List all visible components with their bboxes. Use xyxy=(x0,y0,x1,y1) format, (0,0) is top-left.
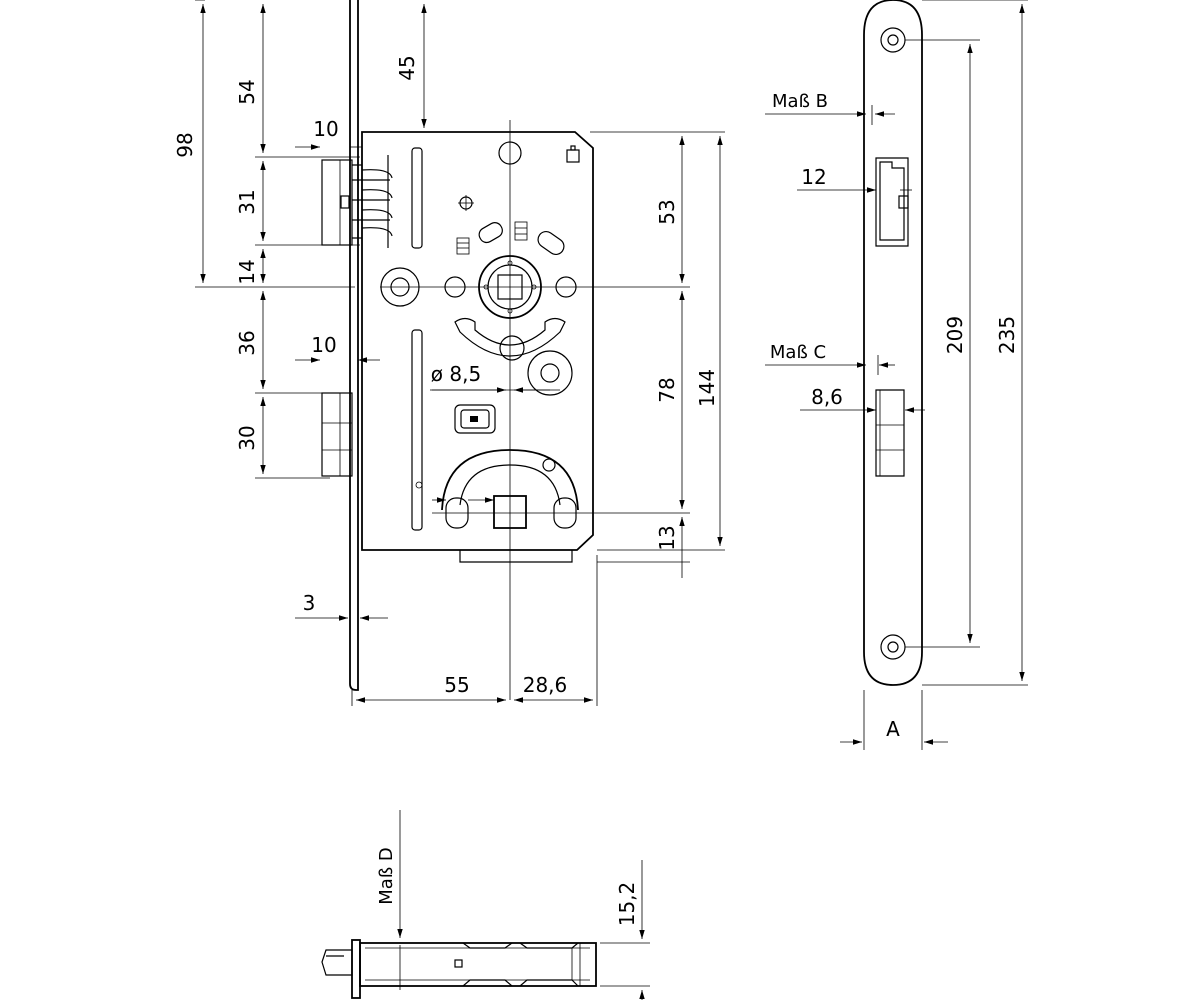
bottom-case xyxy=(359,942,597,987)
dim-28-6: 28,6 xyxy=(523,673,568,697)
latch-opening xyxy=(875,157,909,247)
lock-case xyxy=(361,131,594,551)
dim-54: 54 xyxy=(235,79,259,104)
lower-slot xyxy=(411,329,423,531)
dim-98: 98 xyxy=(173,132,197,157)
dim-36: 36 xyxy=(235,330,259,355)
dim-8-6: 8,6 xyxy=(811,385,843,409)
indicator-window xyxy=(454,404,496,434)
mass-d-label: Maß D xyxy=(376,847,397,904)
cylinder-boss xyxy=(527,350,573,396)
bolt-opening xyxy=(875,389,905,477)
mass-c-label: Maß C xyxy=(770,342,826,363)
side-dimensions xyxy=(765,4,1025,745)
hatch-marks xyxy=(456,221,528,255)
dim-10-top: 10 xyxy=(313,117,338,141)
dim-78: 78 xyxy=(655,377,679,402)
upper-slot xyxy=(411,147,423,249)
dim-a: A xyxy=(886,717,900,741)
bottom-forend xyxy=(351,939,361,999)
dim-14: 14 xyxy=(235,259,259,284)
latch-bolt xyxy=(321,155,393,248)
dim-3: 3 xyxy=(303,591,316,615)
dim-144: 144 xyxy=(695,369,719,407)
dim-13: 13 xyxy=(655,525,679,550)
bottom-tab xyxy=(459,550,573,563)
top-marker xyxy=(566,149,580,163)
dim-53: 53 xyxy=(655,199,679,224)
dim-235: 235 xyxy=(995,316,1019,354)
side-view xyxy=(863,0,1028,750)
lower-follower xyxy=(415,449,579,529)
dim-diameter: ø 8,5 xyxy=(431,362,481,386)
dim-55: 55 xyxy=(444,673,469,697)
dim-15-2: 15,2 xyxy=(615,882,639,927)
forend-plate xyxy=(349,0,359,691)
dead-bolt xyxy=(321,392,353,477)
dim-30: 30 xyxy=(235,425,259,450)
dim-209: 209 xyxy=(943,316,967,354)
mass-b-label: Maß B xyxy=(772,91,828,112)
bottom-dimensions xyxy=(397,810,650,1000)
front-dimensions xyxy=(195,0,725,706)
dim-10-mid: 10 xyxy=(311,333,336,357)
forend-outline xyxy=(863,0,923,686)
front-view xyxy=(321,0,690,700)
dim-31: 31 xyxy=(235,189,259,214)
bottom-latch xyxy=(321,949,353,976)
dim-12: 12 xyxy=(801,165,826,189)
bottom-screw-hole xyxy=(880,634,906,660)
bottom-view xyxy=(321,939,597,999)
top-screw-hole xyxy=(880,27,906,53)
dim-45: 45 xyxy=(395,55,419,80)
